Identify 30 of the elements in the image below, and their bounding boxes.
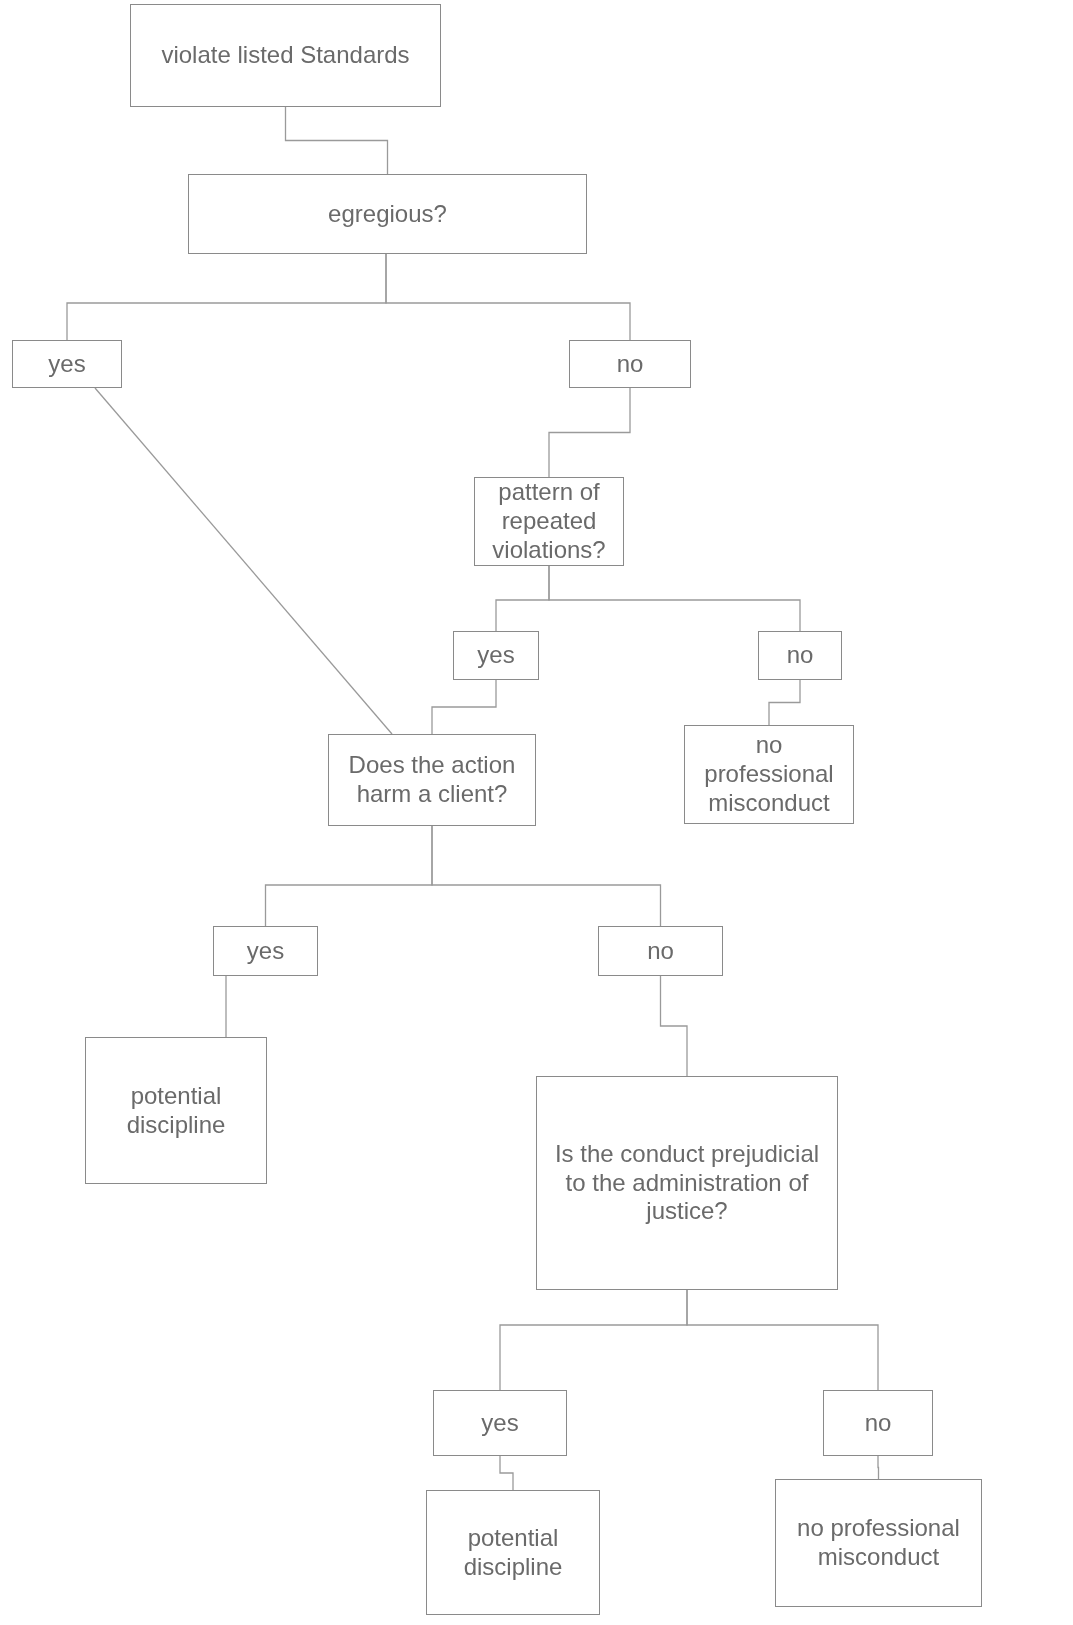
flow-box: Does the action harm a client? <box>328 734 536 826</box>
flow-box: yes <box>12 340 122 388</box>
flow-box: no professional misconduct <box>684 725 854 824</box>
connector-line <box>659 975 688 1077</box>
flow-box: violate listed Standards <box>130 4 441 107</box>
connector-line <box>877 1455 880 1480</box>
flow-box: no <box>569 340 691 388</box>
flow-box: no <box>758 631 842 680</box>
flow-box: no <box>598 926 723 976</box>
flow-box: yes <box>433 1390 567 1456</box>
flow-box: pattern of repeated violations? <box>474 477 624 566</box>
flow-box: yes <box>213 926 318 976</box>
connector-line <box>548 387 631 478</box>
flow-box: no <box>823 1390 933 1456</box>
flow-box: potential discipline <box>426 1490 600 1615</box>
connector-line <box>385 253 631 341</box>
connector-line <box>499 1455 514 1491</box>
connector-line <box>768 679 801 726</box>
flow-box: no professional misconduct <box>775 1479 982 1607</box>
flow-box: potential discipline <box>85 1037 267 1184</box>
connector-line <box>431 679 497 735</box>
flow-box: yes <box>453 631 539 680</box>
flow-box: Is the conduct prejudicial to the administration of justice? <box>536 1076 838 1290</box>
connector-line <box>686 1289 879 1391</box>
connector-line <box>548 565 801 632</box>
flow-box: egregious? <box>188 174 587 254</box>
connector-line <box>94 387 393 735</box>
connector-line <box>284 106 389 175</box>
connector-line <box>431 825 662 927</box>
connector-line <box>225 975 227 1038</box>
